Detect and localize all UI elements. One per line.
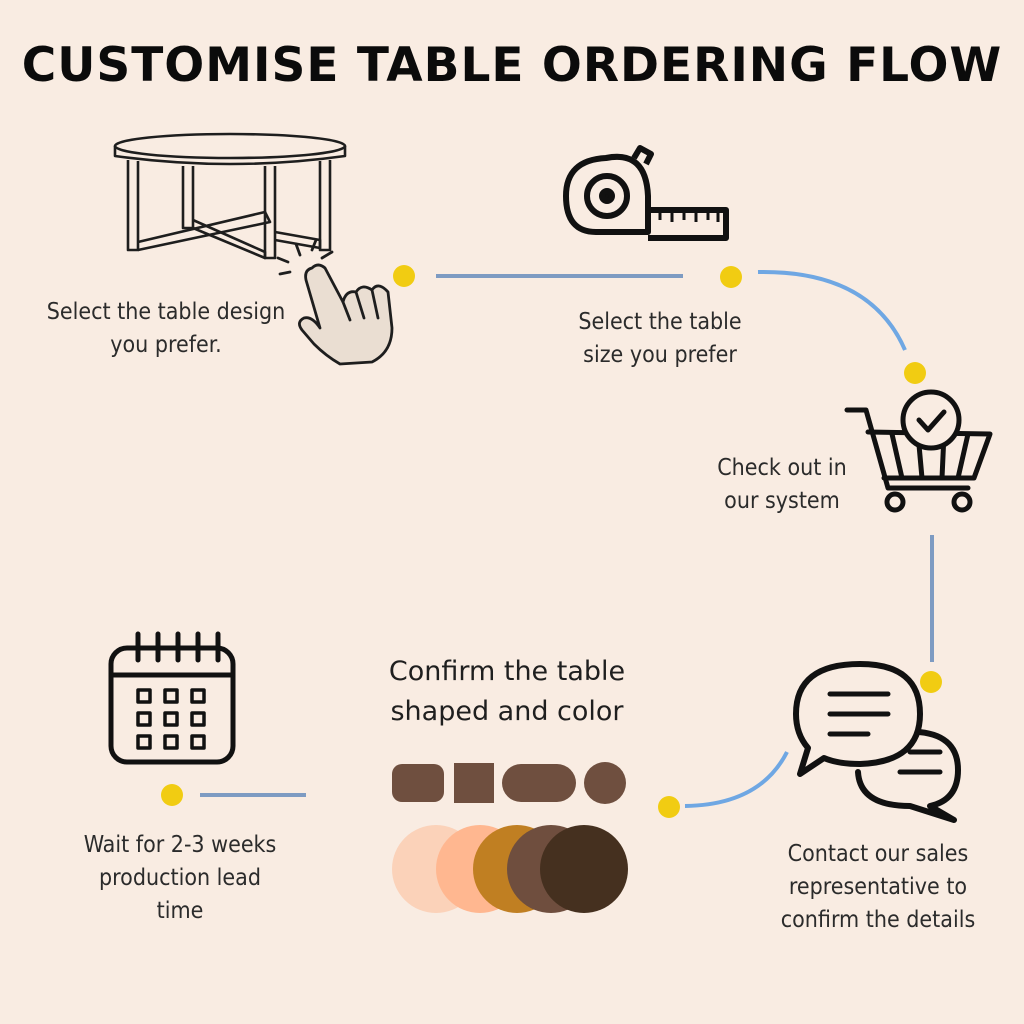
step-2-label: Select the table size you prefer — [578, 309, 742, 368]
step-6-label: Wait for 2-3 weeks production lead time — [83, 832, 277, 924]
step-3-label: Check out in our system — [717, 455, 847, 514]
step-dot-5 — [658, 796, 680, 818]
step-5-label: Confirm the table shaped and color — [388, 656, 626, 727]
shopping-cart-check-icon — [844, 389, 993, 513]
step-dot-6 — [161, 784, 183, 806]
step-dot-2 — [720, 266, 742, 288]
chat-bubbles-icon — [793, 661, 961, 823]
step-4-label: Contact our sales representative to conf… — [780, 841, 976, 933]
page-title: CUSTOMISE TABLE ORDERING FLOW — [21, 38, 1003, 93]
step-dot-4 — [920, 671, 942, 693]
step-1-label: Select the table design you prefer. — [46, 299, 286, 358]
shape-circle — [584, 762, 626, 804]
step-dot-1 — [393, 265, 415, 287]
shape-swatches — [392, 762, 628, 913]
connector-4-5 — [684, 751, 789, 808]
pointing-hand-icon — [276, 238, 394, 366]
shape-rounded-rectangle — [392, 764, 444, 802]
table-click-icon — [113, 132, 347, 260]
shape-oval — [502, 764, 576, 802]
tape-measure-icon — [563, 145, 729, 241]
step-dot-3 — [904, 362, 926, 384]
color-swatch-dark-brown — [540, 825, 628, 913]
connector-2-3 — [757, 269, 907, 351]
shape-square — [454, 763, 494, 803]
calendar-icon — [108, 631, 236, 765]
